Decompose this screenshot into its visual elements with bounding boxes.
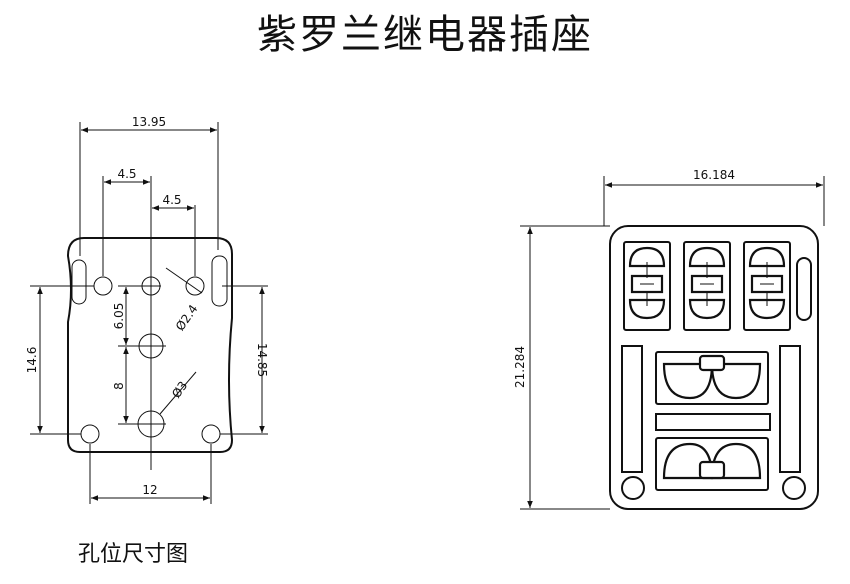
socket-hole-right bbox=[782, 476, 806, 500]
dim-bottom-span: 12 bbox=[142, 483, 157, 497]
contact-cell-3 bbox=[743, 241, 791, 331]
hole-top-left bbox=[93, 276, 113, 296]
socket-separator bbox=[655, 413, 771, 431]
socket-right-slot bbox=[796, 257, 812, 321]
coil-cell-lower bbox=[655, 437, 769, 491]
coil-cell-upper bbox=[655, 351, 769, 405]
hole-layout-caption: 孔位尺寸图 bbox=[78, 542, 189, 567]
hole-top-right bbox=[185, 276, 205, 296]
socket-body bbox=[609, 225, 819, 510]
socket-right-bar bbox=[779, 345, 801, 473]
right-slot bbox=[211, 255, 228, 307]
dim-socket-height: 21.284 bbox=[513, 346, 527, 388]
dim-pitch-right: 4.5 bbox=[162, 193, 181, 207]
hole-layout-drawing: 13.95 4.5 4.5 14.6 14.85 6.05 8 12 Ø2.4 … bbox=[25, 115, 269, 504]
dim-overall-width: 13.95 bbox=[132, 115, 166, 129]
dim-socket-width: 16.184 bbox=[693, 168, 735, 182]
dim-vertical-upper: 6.05 bbox=[112, 303, 126, 330]
dim-vertical-lower: 8 bbox=[112, 382, 126, 390]
dim-height-left: 14.6 bbox=[25, 347, 39, 374]
socket-hole-left bbox=[621, 476, 645, 500]
hole-bottom-left bbox=[80, 424, 100, 444]
plate-outline bbox=[66, 237, 234, 453]
hole-bottom-right bbox=[201, 424, 221, 444]
left-slot bbox=[71, 259, 87, 305]
dim-pitch-left: 4.5 bbox=[117, 167, 136, 181]
contact-cell-1 bbox=[623, 241, 671, 331]
contact-cell-2 bbox=[683, 241, 731, 331]
dim-height-right: 14.85 bbox=[255, 343, 269, 377]
dim-hole-dia-small: Ø2.4 bbox=[173, 302, 201, 333]
socket-left-bar bbox=[621, 345, 643, 473]
socket-outline-drawing: 16.184 21.284 bbox=[513, 168, 825, 510]
page-title: 紫罗兰继电器插座 bbox=[257, 12, 593, 58]
